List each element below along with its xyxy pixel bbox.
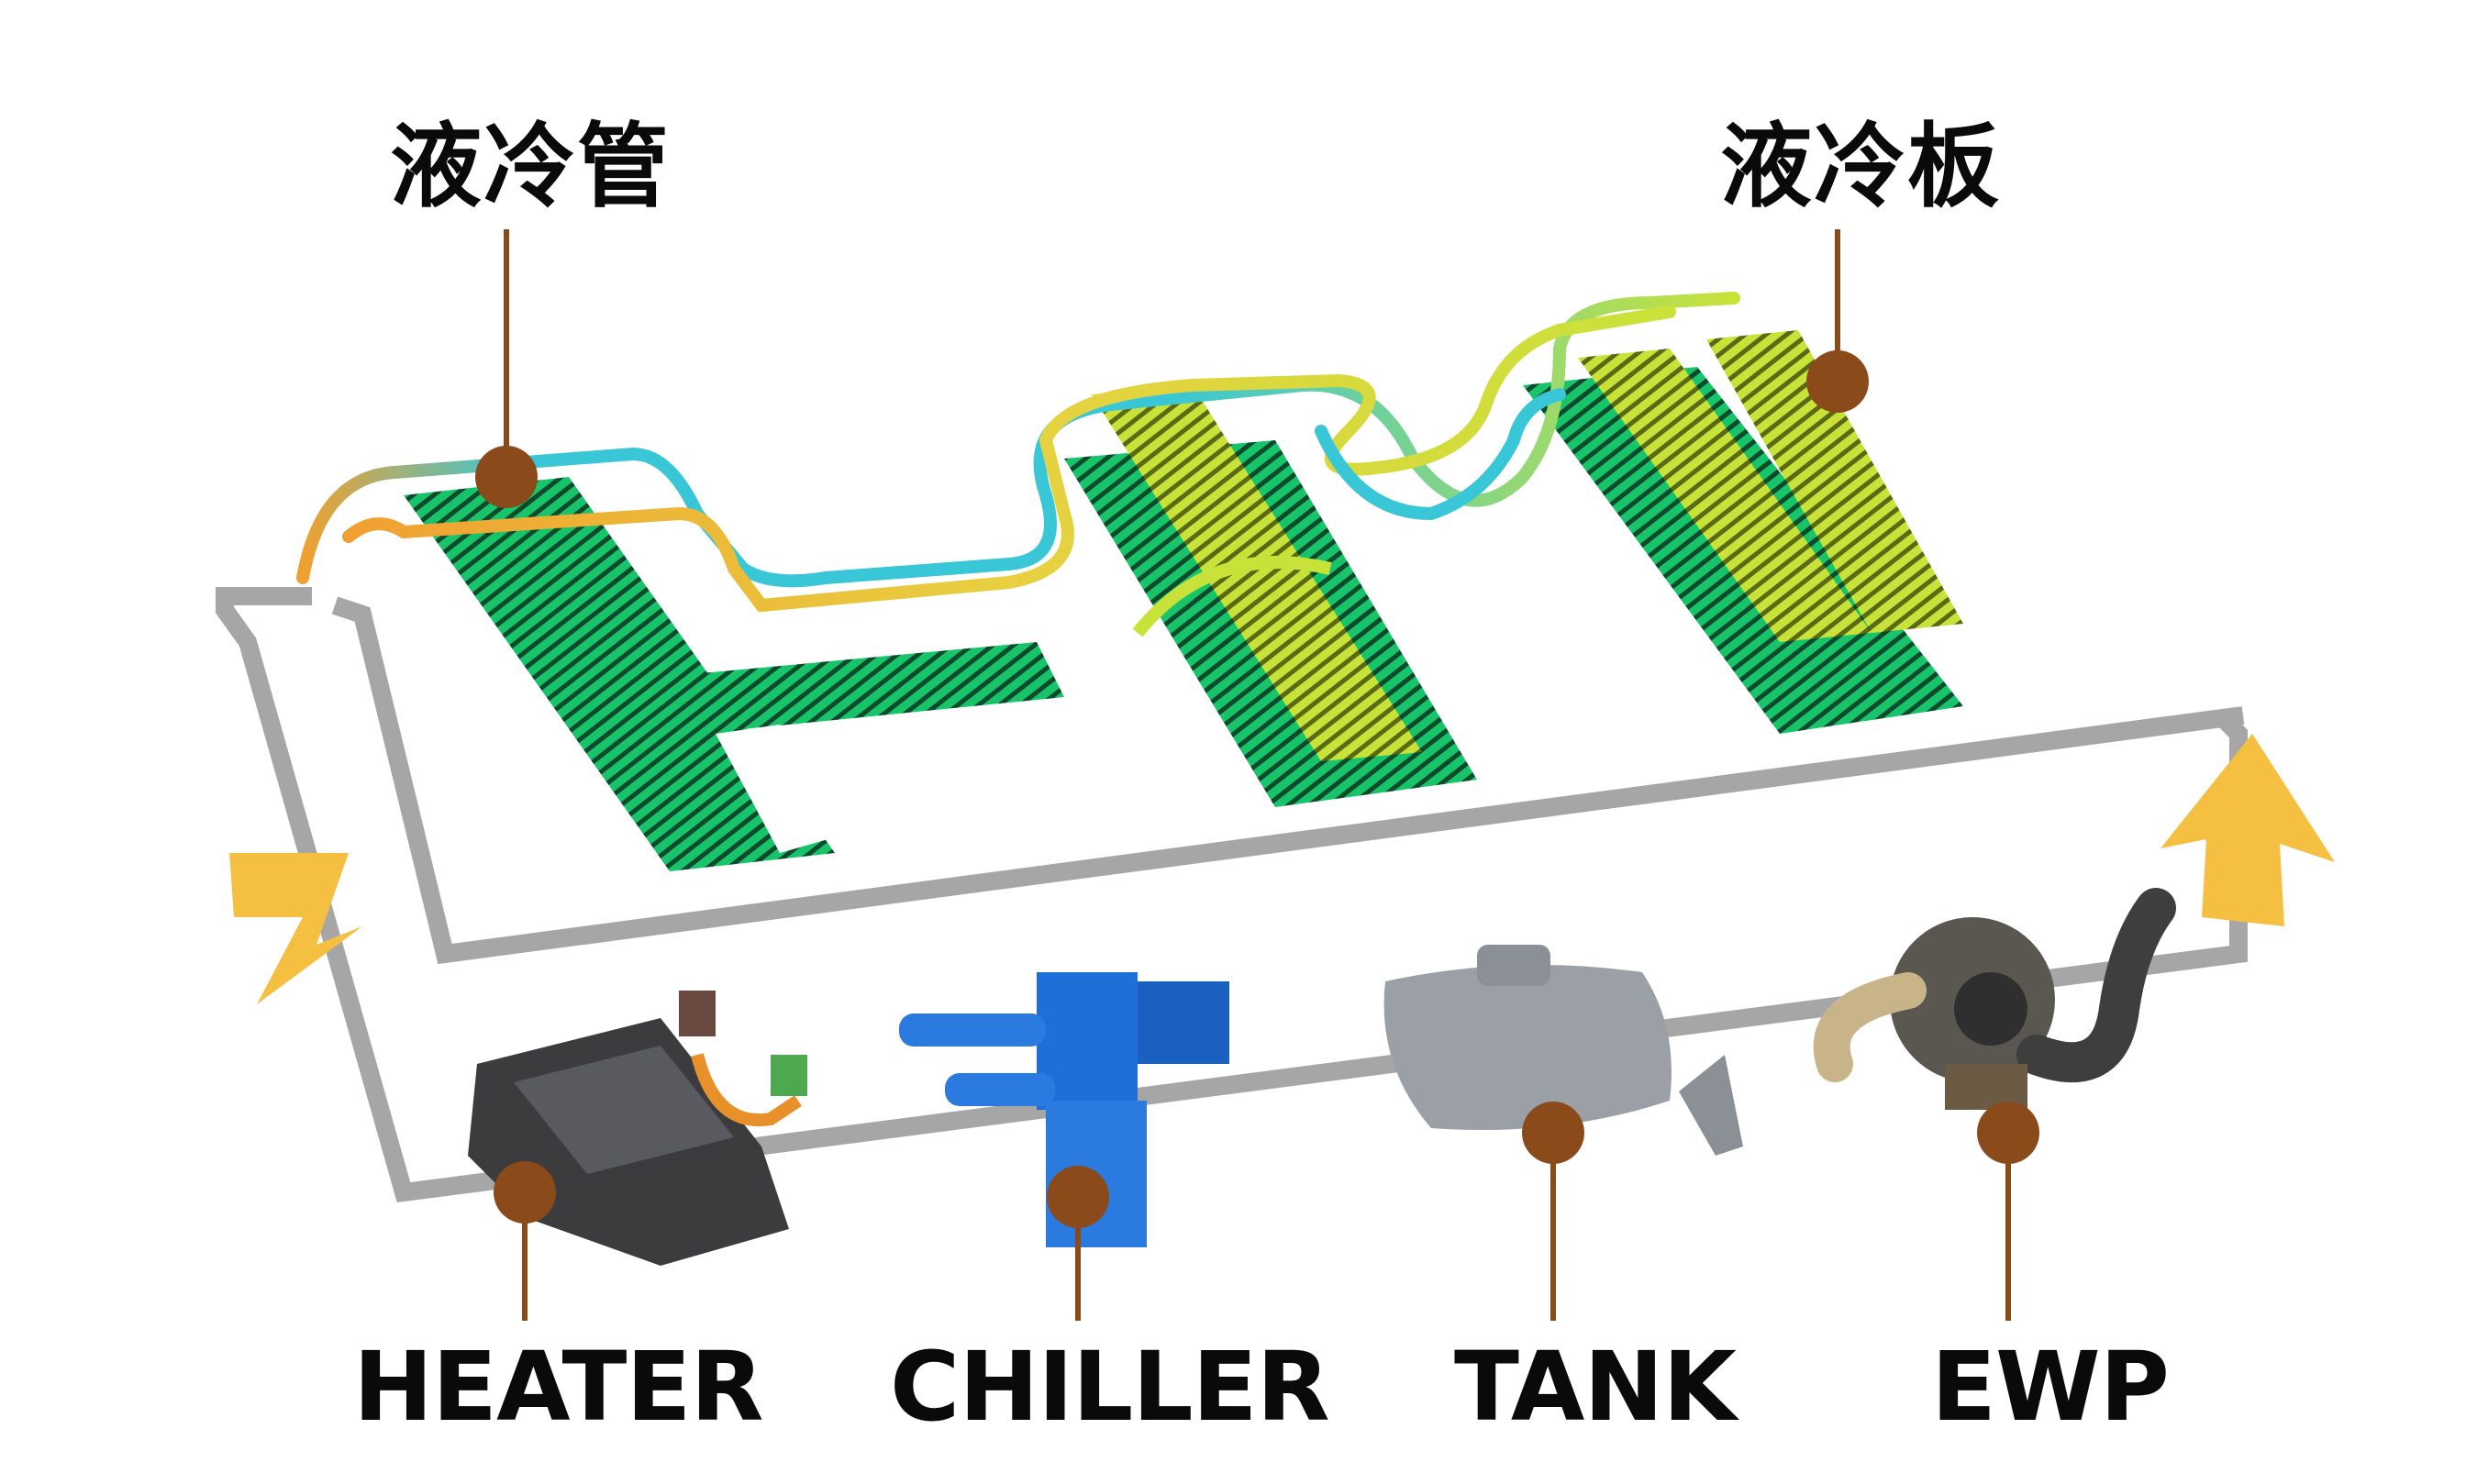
tank-component [1383, 945, 1743, 1156]
loop-inner [331, 596, 2245, 965]
tube-second [342, 305, 1676, 613]
callout-dot-heater [494, 1161, 556, 1224]
cold-plate-middle [1064, 385, 1477, 807]
label-liquid-cooling-tube: 液冷管 [390, 113, 671, 220]
label-ewp: EWP [1931, 1331, 2170, 1443]
flow-arrow-down-icon [229, 853, 362, 1004]
ewp-component [1813, 888, 2176, 1110]
label-chiller: CHILLER [890, 1331, 1330, 1443]
label-heater: HEATER [353, 1331, 764, 1443]
heater-component [468, 991, 807, 1266]
callouts [475, 229, 2039, 1321]
label-tank: TANK [1454, 1331, 1737, 1443]
callout-dot-ewp [1977, 1102, 2039, 1164]
callout-dot-tube [475, 446, 538, 508]
label-liquid-cooling-plate: 液冷板 [1720, 113, 2001, 220]
tube-right-loop [1315, 388, 1566, 521]
callout-dot-chiller [1047, 1166, 1109, 1228]
cold-plate-left [404, 477, 1064, 871]
cooling-tubes [296, 292, 1740, 613]
flow-arrow-up-icon [2160, 734, 2335, 926]
callout-dot-plate [1806, 350, 1869, 413]
callout-dot-tank [1522, 1102, 1584, 1164]
cold-plate-right [1523, 330, 1963, 734]
